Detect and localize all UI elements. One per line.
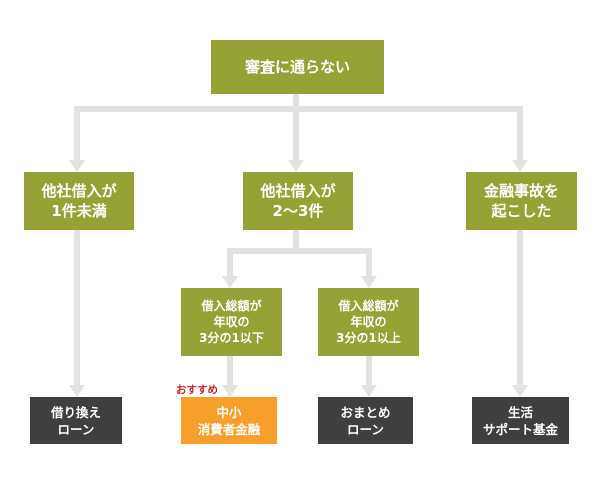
branch-node-1: 他社借入が 1件未満 — [24, 172, 134, 230]
recommended-note: おすすめ — [176, 384, 218, 396]
result-node-3: おまとめ ローン — [318, 397, 413, 444]
sub-branch-node-2: 借入総額が 年収の 3分の1以上 — [318, 288, 419, 356]
branch-node-3: 金融事故を 起こした — [466, 172, 577, 230]
sub-branch-node-1: 借入総額が 年収の 3分の1以下 — [181, 288, 282, 356]
branch-node-2: 他社借入が 2～3件 — [243, 172, 353, 230]
result-node-1: 借り換え ローン — [30, 397, 122, 444]
root-node: 審査に通らない — [211, 40, 384, 94]
result-node-2: 中小 消費者金融 — [181, 397, 277, 444]
result-node-4: 生活 サポート基金 — [472, 397, 569, 444]
